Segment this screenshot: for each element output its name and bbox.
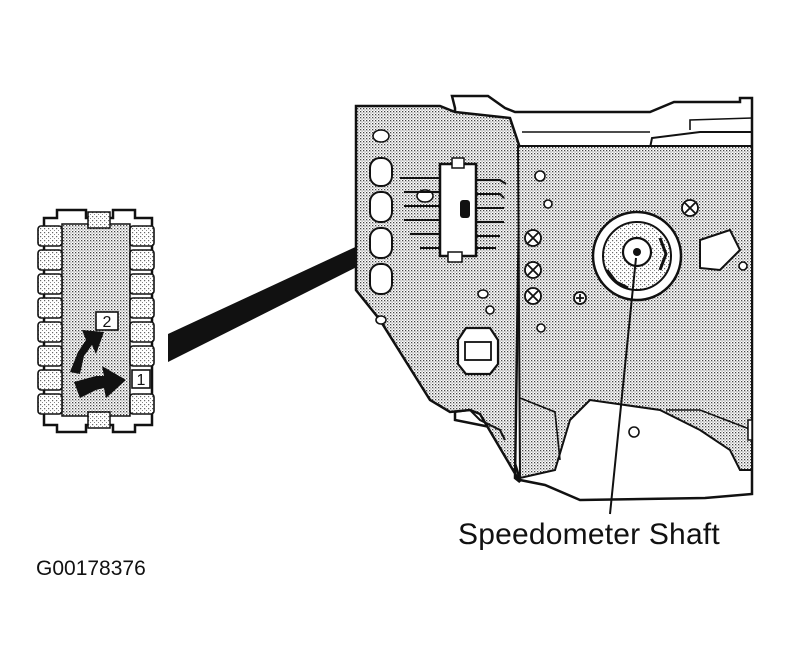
instrument-cluster [354, 94, 754, 515]
speedometer-shaft-label: Speedometer Shaft [458, 518, 720, 551]
ic-chip [400, 157, 507, 263]
terminal-2-arrow [70, 330, 104, 374]
shaft-leader-line [609, 257, 637, 515]
connector-pin-row-left [37, 225, 63, 415]
connector-detail: 2 1 [37, 208, 155, 434]
bulb-sockets [369, 157, 393, 295]
terminal-2-label: 2 [103, 314, 112, 331]
terminal-1-arrow [74, 366, 126, 398]
speedometer-shaft-housing [591, 210, 683, 302]
figure-id: G00178376 [36, 557, 146, 580]
speedometer-shaft [633, 248, 641, 256]
connector-pin-row-right [129, 225, 155, 415]
terminal-1-label: 1 [137, 372, 146, 389]
